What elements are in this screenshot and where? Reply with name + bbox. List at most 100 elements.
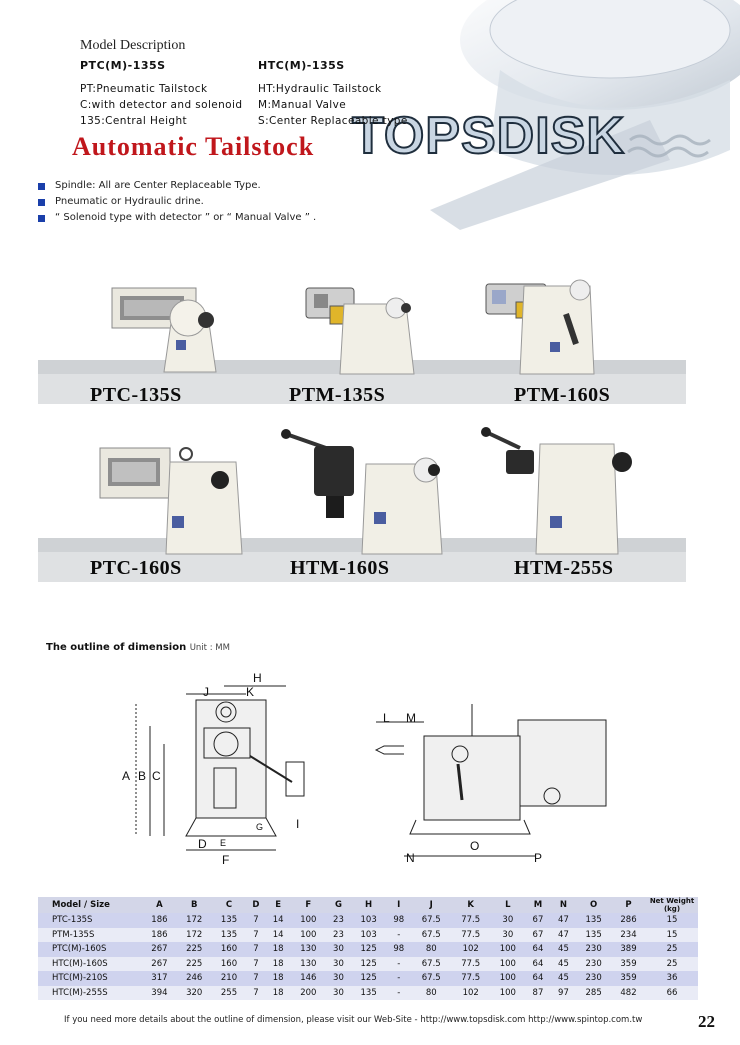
column-header: Net Weight (kg): [646, 897, 698, 913]
model-cell: HTC(M)-210S: [38, 971, 142, 986]
feature-item: Pneumatic or Hydraulic drine.: [38, 194, 316, 210]
value-cell: 7: [246, 956, 266, 971]
value-cell: 100: [490, 971, 526, 986]
dim-label: E: [220, 838, 226, 848]
product-label: PTM-160S: [514, 384, 611, 406]
value-cell: 67.5: [411, 927, 451, 942]
value-cell: 135: [211, 927, 247, 942]
value-cell: 103: [351, 913, 387, 928]
value-cell: 285: [576, 985, 612, 1000]
column-header: Model / Size: [38, 897, 142, 913]
value-cell: 7: [246, 913, 266, 928]
feature-text: Pneumatic or Hydraulic drine.: [55, 196, 204, 207]
column-header: N: [550, 897, 577, 913]
value-cell: 67.5: [411, 971, 451, 986]
spec-table: Model / Size A B C D E F G H I J K L M N…: [38, 897, 698, 1000]
column-header: L: [490, 897, 526, 913]
value-cell: 66: [646, 985, 698, 1000]
feature-text: “ Solenoid type with detector ” or “ Man…: [55, 212, 317, 223]
dim-label: L: [383, 711, 390, 725]
value-cell: 225: [176, 942, 212, 957]
htm-160s-image: [281, 429, 443, 555]
dim-label: D: [198, 837, 207, 851]
value-cell: 160: [211, 956, 247, 971]
value-cell: 15: [646, 913, 698, 928]
value-cell: 97: [550, 985, 577, 1000]
dim-label: O: [470, 839, 479, 853]
value-cell: 30: [325, 971, 352, 986]
value-cell: -: [386, 927, 412, 942]
htm-255s-image: [481, 427, 632, 555]
brand-logo: TOPSDISK: [351, 107, 625, 165]
value-cell: 64: [525, 971, 551, 986]
value-cell: 14: [265, 913, 291, 928]
product-label: PTC-160S: [90, 557, 182, 579]
feature-text: Spindle: All are Center Replaceable Type…: [55, 180, 261, 191]
definition-line: PT:Pneumatic Tailstock: [80, 83, 208, 95]
column-header: C: [211, 897, 247, 913]
ptm-135s-image: [305, 287, 415, 375]
value-cell: 186: [142, 927, 177, 942]
dim-label: I: [296, 817, 299, 831]
value-cell: 77.5: [450, 927, 491, 942]
footer-note: If you need more details about the outli…: [64, 1015, 643, 1025]
value-cell: 30: [325, 985, 352, 1000]
value-cell: 18: [265, 985, 291, 1000]
feature-list: Spindle: All are Center Replaceable Type…: [38, 178, 316, 226]
value-cell: 18: [265, 942, 291, 957]
definition-line: 135:Central Height: [80, 115, 188, 127]
value-cell: 246: [176, 971, 212, 986]
column-header: A: [142, 897, 177, 913]
model-code-pneumatic: PTC(M)-135S: [80, 59, 166, 72]
model-description-title: Model Description: [80, 38, 186, 53]
value-cell: 317: [142, 971, 177, 986]
value-cell: 30: [325, 942, 352, 957]
value-cell: 135: [576, 927, 612, 942]
value-cell: 125: [351, 942, 387, 957]
table-header-row: Model / Size A B C D E F G H I J K L M N…: [38, 897, 698, 913]
value-cell: 135: [576, 913, 612, 928]
ptm-160s-image: [485, 279, 595, 375]
model-cell: HTC(M)-160S: [38, 956, 142, 971]
dim-label: C: [152, 769, 161, 783]
value-cell: 230: [576, 971, 612, 986]
value-cell: 359: [611, 971, 646, 986]
value-cell: 47: [550, 913, 577, 928]
value-cell: 45: [550, 956, 577, 971]
square-bullet-icon: [38, 214, 45, 222]
outline-title: The outline of dimension Unit : MM: [46, 642, 230, 653]
definition-line: C:with detector and solenoid: [80, 99, 243, 111]
outline-title-text: The outline of dimension: [46, 642, 187, 653]
value-cell: 30: [490, 927, 526, 942]
value-cell: 172: [176, 927, 212, 942]
value-cell: 100: [290, 913, 326, 928]
model-code-hydraulic: HTC(M)-135S: [258, 59, 345, 72]
value-cell: -: [386, 985, 412, 1000]
dim-label: P: [534, 851, 542, 865]
value-cell: 100: [490, 956, 526, 971]
product-label: PTM-135S: [289, 384, 386, 406]
value-cell: 18: [265, 956, 291, 971]
value-cell: 320: [176, 985, 212, 1000]
dim-label: H: [253, 671, 262, 685]
value-cell: 23: [325, 927, 352, 942]
value-cell: 135: [211, 913, 247, 928]
column-header: E: [265, 897, 291, 913]
value-cell: 225: [176, 956, 212, 971]
page-number: 22: [698, 1012, 715, 1031]
value-cell: 125: [351, 956, 387, 971]
column-header: M: [525, 897, 551, 913]
model-cell: PTC(M)-160S: [38, 942, 142, 957]
value-cell: 67: [525, 927, 551, 942]
value-cell: 7: [246, 942, 266, 957]
value-cell: 102: [450, 942, 491, 957]
value-cell: 267: [142, 956, 177, 971]
hero-rotary-table-image: [430, 0, 740, 230]
product-label: HTM-255S: [514, 557, 614, 579]
value-cell: 102: [450, 985, 491, 1000]
column-header: O: [576, 897, 612, 913]
value-cell: 394: [142, 985, 177, 1000]
column-header: D: [246, 897, 266, 913]
